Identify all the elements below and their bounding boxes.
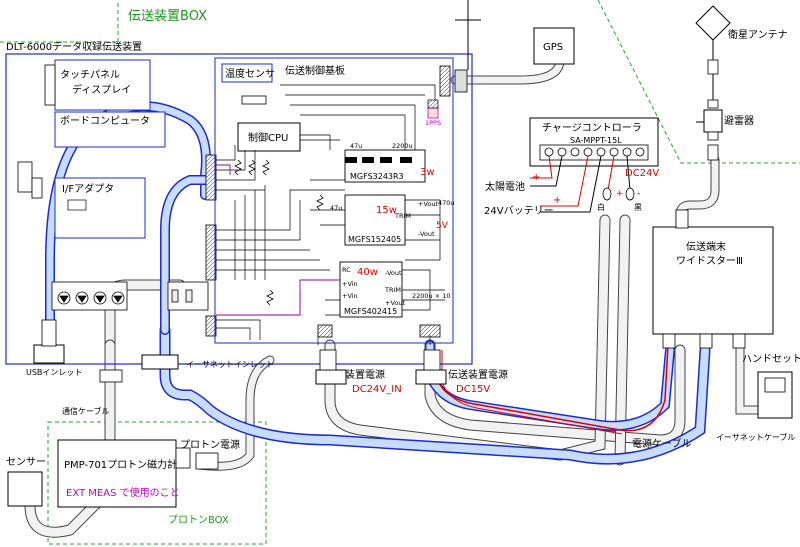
mgfs1-label: MGFS3243R3 xyxy=(350,172,404,181)
cap-47b: 47u xyxy=(330,204,342,212)
tx-power-label: 伝送装置電源 xyxy=(448,368,508,381)
solar-plus: + xyxy=(532,172,540,183)
minus-terminal: - xyxy=(637,189,640,199)
ethernet-cable-blue xyxy=(45,101,711,465)
box-title: 伝送装置BOX xyxy=(128,9,207,24)
red-power-wire xyxy=(437,344,669,432)
cap-470: 470u xyxy=(438,199,455,207)
black-label: 黒 xyxy=(634,203,642,212)
vin-label-2: +Vin xyxy=(342,292,358,300)
handset-label: ハンドセット xyxy=(742,353,800,365)
dev-power-label: 装置電源 xyxy=(345,368,385,381)
lightning-label: 避雷器 xyxy=(724,114,754,127)
ring-terminals xyxy=(602,187,635,201)
purple-wires xyxy=(216,164,340,316)
touch-panel xyxy=(54,59,151,111)
board-computer xyxy=(54,111,166,148)
terminal-connectors xyxy=(662,333,746,349)
cap-2200x10: 2200u × 10 xyxy=(412,292,451,300)
control-board xyxy=(214,57,454,344)
mgfs3-module xyxy=(339,261,403,318)
usb-inlet xyxy=(33,344,65,364)
board-wiring xyxy=(216,84,445,345)
box-border-dashed xyxy=(0,0,800,164)
mgfs2-module xyxy=(344,194,406,246)
solar-label: 太陽電池 xyxy=(485,180,525,193)
control-board-label: 伝送制御基板 xyxy=(285,64,345,77)
temp-sensor-label: 温度センサ xyxy=(225,67,275,80)
battery-label: 24Vバッテリー xyxy=(484,205,554,217)
plus-terminal: + xyxy=(616,189,624,199)
proton-box-border xyxy=(47,421,267,545)
solar-battery-wires xyxy=(530,155,631,213)
mgfs3-label: MGFS402415 xyxy=(344,307,397,316)
ethernet-inlet-label: イーサネットインレット xyxy=(186,360,274,369)
if-adapter-label: I/Fアダプタ xyxy=(62,182,114,195)
usb-inlet-label: USBインレット xyxy=(26,368,82,377)
tx-power-voltage: DC15V xyxy=(456,384,490,395)
charge-model-label: SA-MPPT-15L xyxy=(570,136,622,145)
sensor-label: センサー xyxy=(6,456,46,468)
comm-cable-label: 通信ケーブル xyxy=(62,406,110,416)
v5-label: 5V xyxy=(436,221,449,231)
antenna-mast xyxy=(455,0,481,70)
cap-2200: 2200u xyxy=(392,142,413,150)
mgfs2-label: MGFS152405 xyxy=(348,235,401,244)
lightning-arrester xyxy=(703,109,723,133)
cpu-chip xyxy=(237,122,301,152)
vout-plus-2: +Vout xyxy=(385,299,405,307)
vout-plus-1: +Vout xyxy=(418,200,438,208)
led-switch-row xyxy=(51,281,209,311)
w15-label: 15w xyxy=(376,205,397,216)
vin-label-1: +Vin xyxy=(342,280,358,288)
gps-box xyxy=(533,27,575,65)
connectors xyxy=(205,65,468,338)
trim-label-2: TRIM xyxy=(384,286,401,294)
temp-sensor xyxy=(221,63,273,83)
sensor-box xyxy=(7,471,43,507)
terminal-label-1: 伝送端末 xyxy=(686,240,726,253)
w3-label: 3w xyxy=(420,167,435,178)
vout-minus-2: -Vout xyxy=(385,269,402,277)
cap-47a: 47u xyxy=(350,142,362,150)
dev-power-voltage: DC24V_IN xyxy=(352,384,402,395)
gps-label: GPS xyxy=(543,42,563,53)
pps-label: 1PPS xyxy=(425,119,441,127)
cpu-label: 制御CPU xyxy=(248,131,288,144)
white-label: 白 xyxy=(597,202,605,212)
dc24v-label: DC24V xyxy=(625,168,659,179)
pmp-label: PMP-701プロトン磁力計 xyxy=(64,458,177,471)
resistors xyxy=(234,159,324,306)
touch-label-1: タッチパネル xyxy=(60,69,120,81)
power-cable-label: 電源ケーブル xyxy=(632,437,691,450)
satellite-label: 衛星アンテナ xyxy=(728,28,788,41)
ethernet-inlet xyxy=(141,354,179,370)
rc-label: RC xyxy=(342,266,351,274)
dlt-device-outline xyxy=(5,53,473,365)
trim-label-1: TRIM xyxy=(394,212,411,220)
charge-terminals xyxy=(544,147,645,157)
pmp-magnetometer xyxy=(57,439,177,508)
vout-minus-1: -Vout xyxy=(418,230,435,238)
ext-meas-label: EXT MEAS で使用のこと xyxy=(66,486,180,499)
mgfs1-module xyxy=(344,149,426,183)
satellite-antenna-icon xyxy=(695,5,731,41)
terminal-label-2: ワイドスターⅢ xyxy=(676,255,743,267)
board-pc-label: ボードコンピュータ xyxy=(60,115,150,127)
ethernet-cable-label: イーサネットケーブル xyxy=(716,432,795,442)
battery-plus: + xyxy=(553,195,561,206)
dlt-title: DLT-6000データ収録伝送装置 xyxy=(6,40,142,53)
touch-label-2: ディスプレイ xyxy=(72,83,131,96)
proton-box-label: プロトンBOX xyxy=(168,514,229,526)
wide-star-terminal xyxy=(652,226,774,335)
proton-power-label: プロトン電源 xyxy=(180,438,240,451)
w40-label: 40w xyxy=(357,267,378,278)
charge-ctrl-label: チャージコントローラ xyxy=(542,122,642,134)
